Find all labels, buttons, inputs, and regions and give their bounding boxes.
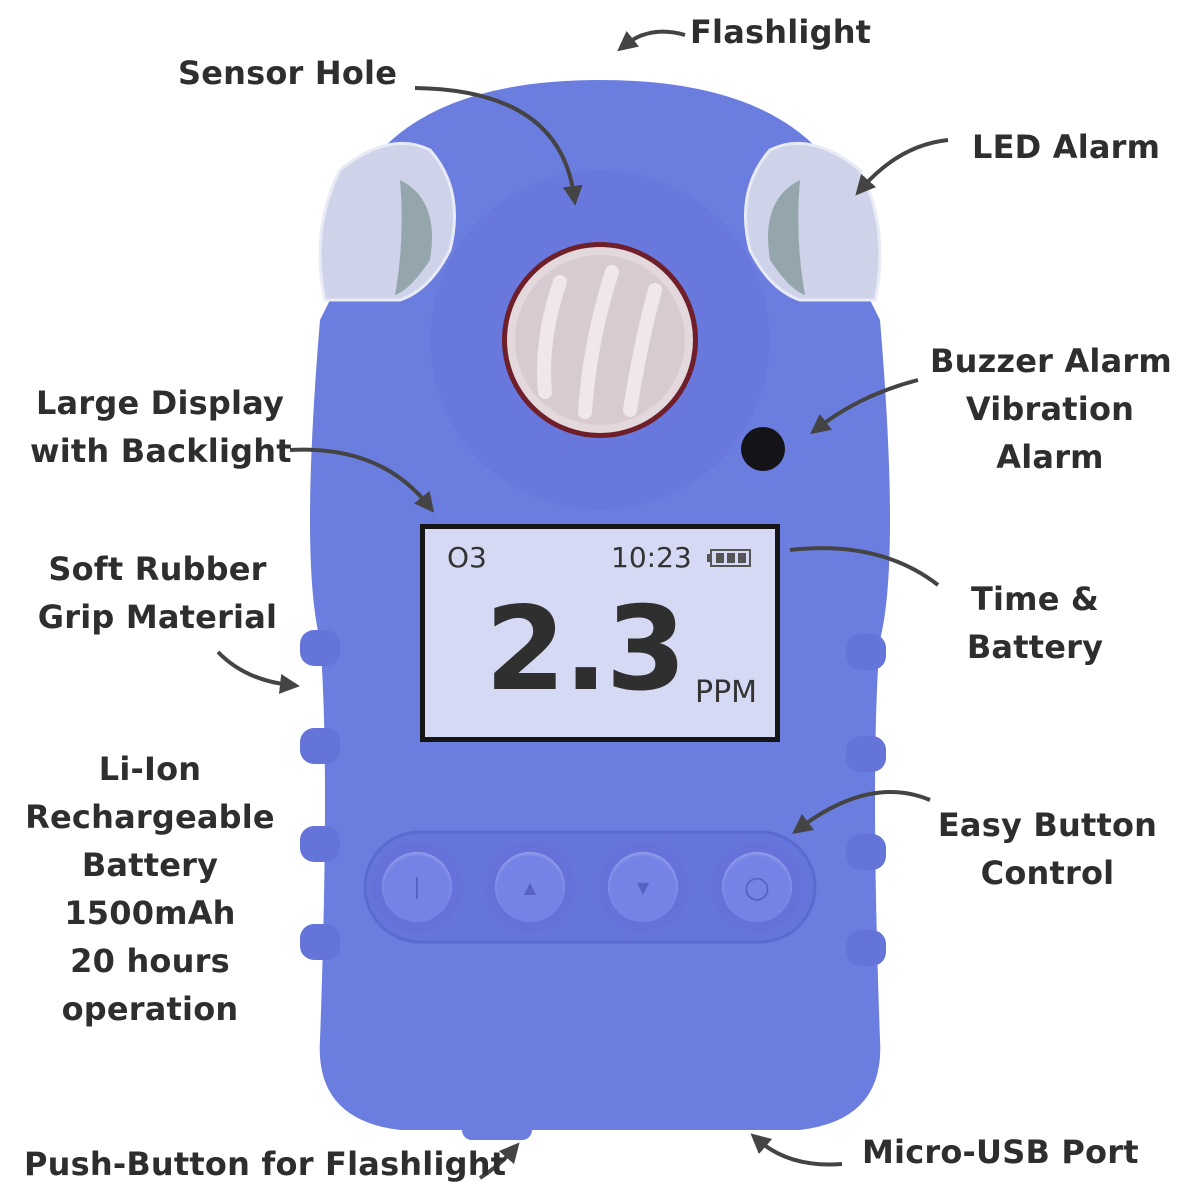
callout-battery: Li-Ion Rechargeable Battery 1500mAh 20 h… (25, 750, 275, 1028)
callout-flashlight: Flashlight (690, 13, 872, 51)
callout-micro-usb: Micro-USB Port (862, 1133, 1139, 1171)
clock-time: 10:23 (611, 541, 692, 574)
callout-easy-button: Easy Button Control (937, 806, 1158, 892)
down-button[interactable]: ▼ (608, 852, 678, 922)
battery-full-icon (707, 549, 751, 567)
callout-buzzer-alarm: Buzzer Alarm Vibration Alarm (930, 342, 1172, 476)
circle-icon: ○ (743, 869, 771, 905)
callout-time-battery: Time & Battery (966, 580, 1104, 666)
triangle-down-icon: ▼ (636, 877, 650, 897)
callout-push-button: Push-Button for Flashlight (24, 1145, 507, 1183)
lcd-display: O3 10:23 2.3 PPM (420, 524, 780, 742)
up-button[interactable]: ▲ (495, 852, 565, 922)
power-icon: | (413, 874, 421, 900)
power-button[interactable]: | (382, 852, 452, 922)
triangle-up-icon: ▲ (523, 877, 537, 897)
gas-reading: 2.3 (485, 582, 686, 717)
gas-type: O3 (447, 541, 487, 574)
callout-sensor-hole: Sensor Hole (178, 54, 398, 92)
callout-soft-rubber: Soft Rubber Grip Material (37, 550, 278, 636)
callout-led-alarm: LED Alarm (972, 128, 1161, 166)
reading-unit: PPM (695, 675, 758, 710)
ok-button[interactable]: ○ (722, 852, 792, 922)
callout-large-display: Large Display with Backlight (30, 384, 292, 470)
